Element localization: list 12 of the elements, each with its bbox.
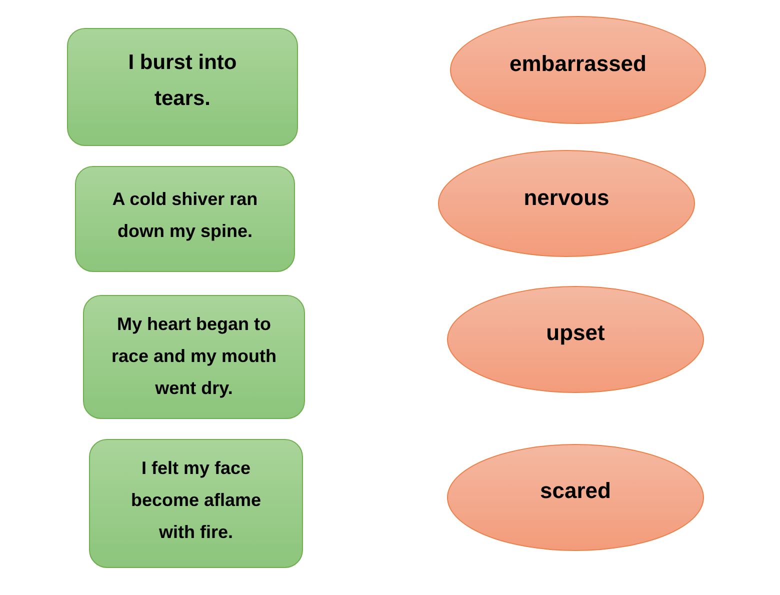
sentence-card [67,28,298,146]
emotion-label: scared [540,477,611,505]
emotion-label: nervous [524,184,610,212]
sentence-text: I burst into tears. [127,50,238,112]
sentence-card [75,166,295,272]
sentence-card [83,295,305,419]
sentence-text: My heart began to race and my mouth went dry. [110,313,278,400]
sentence-text: I felt my face become aflame with fire. [130,457,262,544]
emotion-label: embarrassed [510,50,646,78]
sentence-card [89,439,303,568]
sentence-text: A cold shiver ran down my spine. [111,188,259,243]
emotion-label: upset [546,319,605,347]
